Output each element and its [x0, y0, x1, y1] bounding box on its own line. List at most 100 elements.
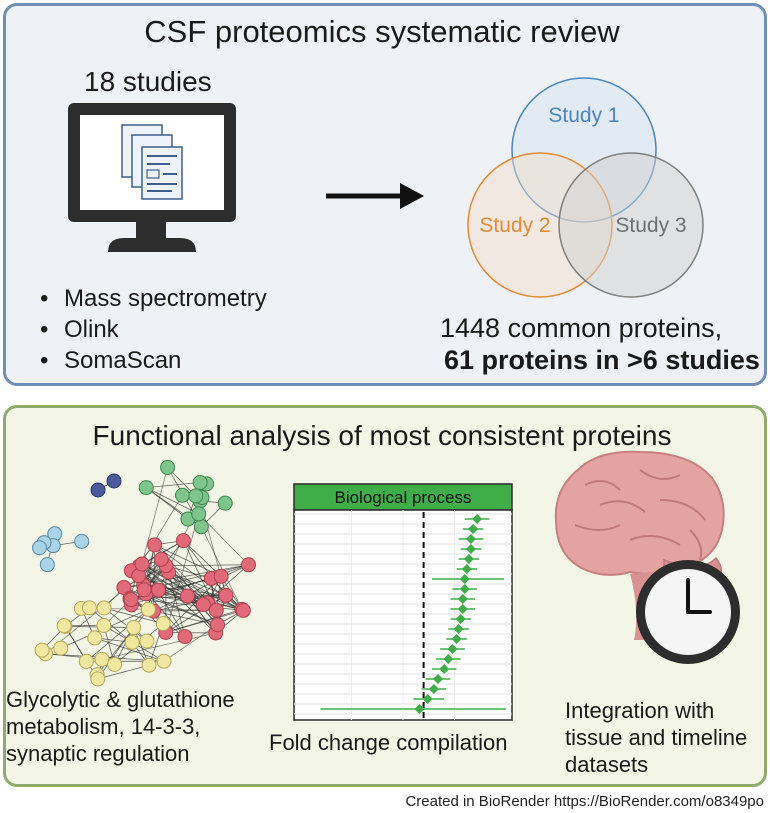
- network-node: [94, 651, 110, 667]
- network-node: [134, 556, 150, 572]
- network-edge: [145, 487, 189, 520]
- network-node: [34, 642, 50, 658]
- network-node: [153, 551, 169, 567]
- network-node: [90, 671, 106, 687]
- chart-point: [468, 524, 479, 534]
- network-node: [217, 495, 233, 511]
- chart-point: [459, 574, 470, 584]
- network-edge: [145, 593, 218, 626]
- chart-point: [459, 584, 470, 594]
- network-edge: [146, 487, 199, 515]
- chart-point: [455, 614, 466, 624]
- network-node: [147, 537, 163, 553]
- network-edge: [168, 571, 227, 596]
- network-edge: [165, 564, 249, 567]
- network-edge: [153, 595, 227, 612]
- chart-point: [433, 674, 444, 684]
- network-edge: [94, 637, 165, 662]
- network-node: [155, 616, 171, 632]
- network-edge: [86, 609, 149, 662]
- network-node: [56, 618, 72, 634]
- chart-point: [465, 544, 476, 554]
- network-node: [208, 602, 224, 618]
- network-node: [39, 557, 55, 573]
- venn-circle-study-3: [558, 152, 704, 298]
- network-edge: [103, 607, 148, 642]
- network-node: [136, 582, 152, 598]
- chart-point: [457, 604, 468, 614]
- network-node: [126, 620, 142, 636]
- network-edge: [154, 544, 222, 577]
- chart-point: [461, 564, 472, 574]
- fold-change-chart: Biological process: [293, 483, 513, 721]
- bottom-panel-title: Functional analysis of most consistent p…: [92, 420, 672, 451]
- network-edge: [153, 564, 249, 612]
- network-edge: [165, 610, 244, 633]
- chart-point: [447, 644, 458, 654]
- network-node: [106, 473, 122, 489]
- network-node: [124, 634, 140, 650]
- network-node: [90, 482, 106, 498]
- network-node: [139, 633, 155, 649]
- method-item: SomaScan: [40, 345, 267, 376]
- network-node: [32, 540, 48, 556]
- network-node: [193, 519, 209, 535]
- network-node: [195, 597, 211, 613]
- chart-point: [451, 634, 462, 644]
- network-node: [53, 640, 69, 656]
- network-node: [123, 592, 139, 608]
- network-edge: [97, 627, 134, 680]
- venn-diagram: Study 1 Study 2 Study 3: [467, 77, 704, 298]
- network-node: [241, 557, 257, 573]
- method-item: Olink: [40, 314, 267, 345]
- network-edge: [103, 607, 164, 624]
- network-node: [107, 656, 123, 672]
- network-edge: [183, 540, 227, 596]
- chart-point: [463, 554, 474, 564]
- network-edge: [141, 563, 186, 637]
- network-node: [160, 459, 176, 475]
- network-edge: [101, 632, 216, 660]
- network-edge: [165, 513, 200, 633]
- top-panel-title: CSF proteomics systematic review: [144, 14, 620, 49]
- studies-count: 18 studies: [84, 66, 212, 97]
- method-item: Mass spectrometry: [40, 283, 267, 314]
- network-node: [235, 602, 251, 618]
- network-edge: [153, 610, 218, 626]
- network-node: [177, 629, 193, 645]
- network-node: [74, 533, 90, 549]
- chart-point: [453, 624, 464, 634]
- network-node: [218, 587, 234, 603]
- network-edge: [200, 526, 243, 610]
- network-node: [151, 582, 167, 598]
- network-node: [191, 506, 207, 522]
- network-node: [78, 653, 94, 669]
- chart-point: [422, 694, 433, 704]
- venn-label-study-3: Study 3: [615, 214, 686, 237]
- venn-label-study-1: Study 1: [548, 104, 619, 127]
- network-node: [188, 488, 204, 504]
- network-node: [140, 601, 156, 617]
- chart-title: Biological process: [334, 488, 471, 507]
- methods-list: Mass spectrometry Olink SomaScan: [40, 283, 267, 376]
- integration-caption: Integration with tissue and timeline dat…: [565, 698, 748, 777]
- chart-point: [457, 594, 468, 604]
- network-edge: [138, 495, 183, 567]
- chart-point: [428, 684, 439, 694]
- chart-point: [443, 654, 454, 664]
- chart-caption: Fold change compilation: [269, 730, 508, 755]
- network-node: [210, 617, 226, 633]
- network-node: [138, 480, 154, 496]
- document-stack-icon: [121, 124, 183, 200]
- chart-point: [465, 534, 476, 544]
- network-node: [81, 600, 97, 616]
- consistent-proteins-text: 61 proteins in >6 studies: [444, 345, 760, 375]
- clock-icon: [636, 560, 740, 664]
- network-edge: [146, 482, 201, 489]
- biorender-credit: Created in BioRender https://BioRender.c…: [405, 793, 764, 810]
- chart-point: [439, 664, 450, 674]
- network-edge: [183, 540, 222, 577]
- network-node: [175, 533, 191, 549]
- network-node: [192, 474, 208, 490]
- venn-label-study-2: Study 2: [479, 214, 550, 237]
